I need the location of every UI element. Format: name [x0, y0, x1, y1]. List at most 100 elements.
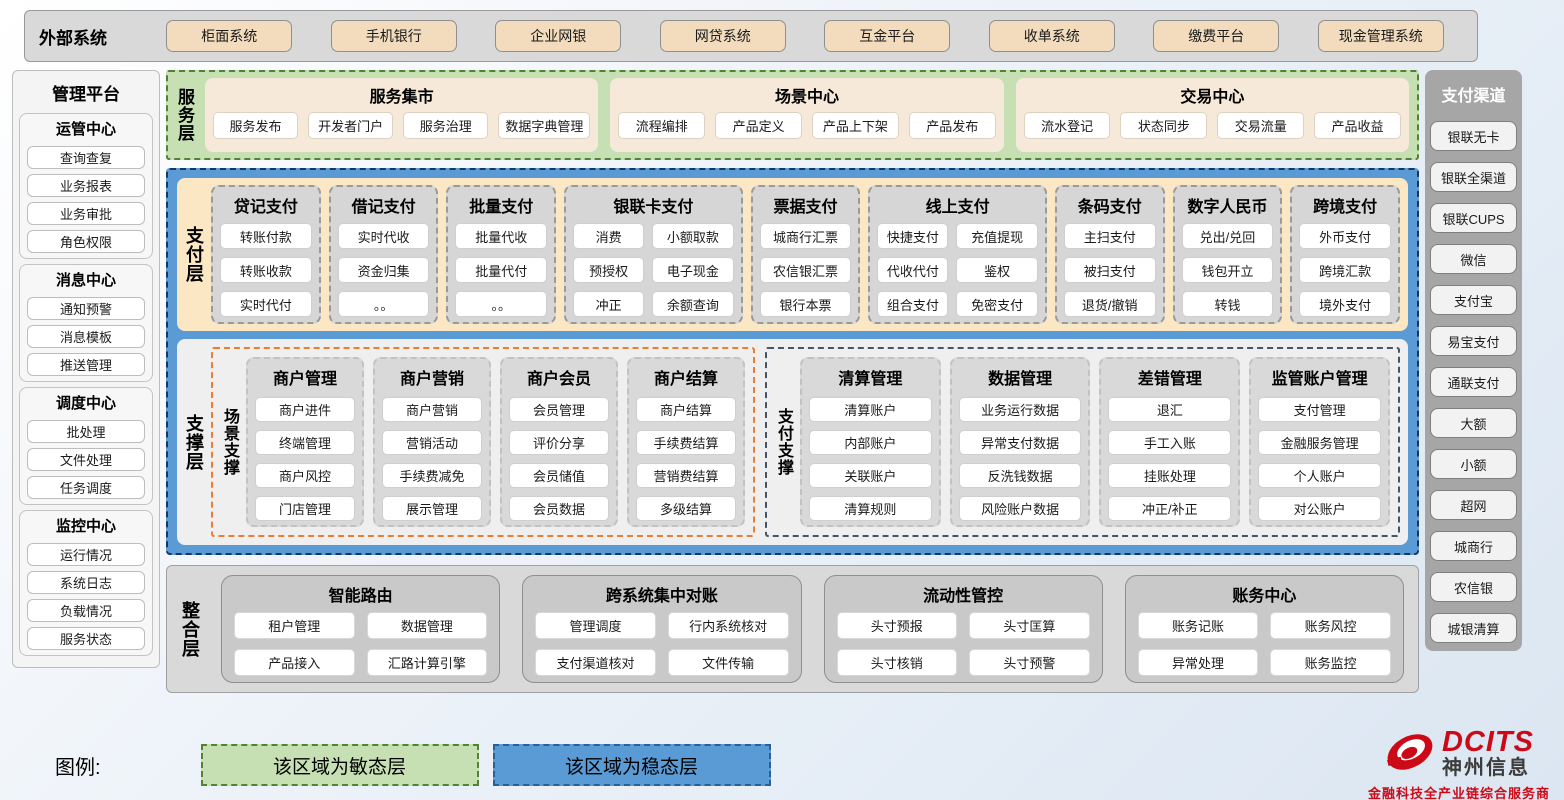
support-item-button[interactable]: 退汇 [1108, 397, 1232, 422]
support-item-button[interactable]: 业务运行数据 [958, 397, 1082, 422]
external-system-button[interactable]: 缴费平台 [1153, 20, 1280, 52]
management-item-button[interactable]: 消息模板 [27, 325, 145, 348]
payment-item-button[interactable]: 退货/撤销 [1063, 291, 1156, 317]
support-item-button[interactable]: 会员数据 [508, 496, 609, 521]
payment-item-button[interactable]: 实时代收 [337, 223, 430, 249]
support-item-button[interactable]: 内部账户 [808, 430, 932, 455]
support-item-button[interactable]: 手工入账 [1108, 430, 1232, 455]
payment-item-button[interactable]: 快捷支付 [877, 223, 949, 249]
payment-item-button[interactable]: 农信银汇票 [759, 257, 852, 283]
payment-channel-button[interactable]: 通联支付 [1430, 367, 1517, 397]
management-item-button[interactable]: 业务报表 [27, 174, 145, 197]
payment-item-button[interactable]: 批量代收 [455, 223, 548, 249]
payment-item-button[interactable]: 转钱 [1181, 291, 1274, 317]
payment-channel-button[interactable]: 微信 [1430, 244, 1517, 274]
external-system-button[interactable]: 现金管理系统 [1317, 20, 1444, 52]
payment-item-button[interactable]: 被扫支付 [1063, 257, 1156, 283]
service-item-button[interactable]: 流程编排 [618, 112, 706, 139]
management-item-button[interactable]: 运行情况 [27, 543, 145, 566]
support-item-button[interactable]: 商户进件 [255, 397, 355, 422]
management-item-button[interactable]: 系统日志 [27, 571, 145, 594]
management-item-button[interactable]: 批处理 [27, 420, 145, 443]
integration-item-button[interactable]: 数据管理 [366, 612, 488, 639]
integration-item-button[interactable]: 头寸核销 [836, 649, 958, 676]
payment-item-button[interactable]: 电子现金 [652, 257, 734, 283]
integration-item-button[interactable]: 行内系统核对 [667, 612, 789, 639]
service-item-button[interactable]: 服务发布 [213, 112, 299, 139]
service-item-button[interactable]: 交易流量 [1217, 112, 1305, 139]
integration-item-button[interactable]: 账务记账 [1137, 612, 1259, 639]
payment-channel-button[interactable]: 城商行 [1430, 531, 1517, 561]
integration-item-button[interactable]: 异常处理 [1137, 649, 1259, 676]
support-item-button[interactable]: 支付管理 [1258, 397, 1381, 422]
payment-item-button[interactable]: 资金归集 [337, 257, 430, 283]
payment-item-button[interactable]: 主扫支付 [1063, 223, 1156, 249]
external-system-button[interactable]: 柜面系统 [166, 20, 293, 52]
service-item-button[interactable]: 服务治理 [403, 112, 489, 139]
support-item-button[interactable]: 挂账处理 [1108, 463, 1232, 488]
support-item-button[interactable]: 清算规则 [808, 496, 932, 521]
management-item-button[interactable]: 服务状态 [27, 627, 145, 650]
payment-item-button[interactable]: 银行本票 [759, 291, 852, 317]
support-item-button[interactable]: 手续费结算 [635, 430, 736, 455]
payment-item-button[interactable]: 组合支付 [877, 291, 949, 317]
integration-item-button[interactable]: 汇路计算引擎 [366, 649, 488, 676]
management-item-button[interactable]: 推送管理 [27, 353, 145, 376]
payment-item-button[interactable]: 转账收款 [220, 257, 312, 283]
payment-item-button[interactable]: 预授权 [573, 257, 645, 283]
support-item-button[interactable]: 多级结算 [635, 496, 736, 521]
payment-item-button[interactable]: 充值提现 [956, 223, 1038, 249]
payment-channel-button[interactable]: 银联无卡 [1430, 121, 1517, 151]
payment-item-button[interactable]: 城商行汇票 [759, 223, 852, 249]
payment-channel-button[interactable]: 超网 [1430, 490, 1517, 520]
support-item-button[interactable]: 商户风控 [255, 463, 355, 488]
management-item-button[interactable]: 查询查复 [27, 146, 145, 169]
service-item-button[interactable]: 流水登记 [1023, 112, 1111, 139]
management-item-button[interactable]: 任务调度 [27, 476, 145, 499]
integration-item-button[interactable]: 头寸匡算 [969, 612, 1090, 639]
payment-channel-button[interactable]: 易宝支付 [1430, 326, 1517, 356]
external-system-button[interactable]: 收单系统 [988, 20, 1115, 52]
external-system-button[interactable]: 网贷系统 [659, 20, 786, 52]
support-item-button[interactable]: 异常支付数据 [958, 430, 1082, 455]
management-item-button[interactable]: 角色权限 [27, 230, 145, 253]
support-item-button[interactable]: 金融服务管理 [1258, 430, 1381, 455]
management-item-button[interactable]: 负载情况 [27, 599, 145, 622]
payment-channel-button[interactable]: 支付宝 [1430, 285, 1517, 315]
support-item-button[interactable]: 会员储值 [508, 463, 609, 488]
service-item-button[interactable]: 数据字典管理 [498, 112, 591, 139]
payment-channel-button[interactable]: 城银清算 [1430, 613, 1517, 643]
payment-item-button[interactable]: 钱包开立 [1181, 257, 1274, 283]
payment-item-button[interactable]: 鉴权 [956, 257, 1038, 283]
payment-item-button[interactable]: 批量代付 [455, 257, 548, 283]
service-item-button[interactable]: 产品发布 [908, 112, 996, 139]
support-item-button[interactable]: 门店管理 [255, 496, 355, 521]
integration-item-button[interactable]: 支付渠道核对 [535, 649, 656, 676]
management-item-button[interactable]: 文件处理 [27, 448, 145, 471]
support-item-button[interactable]: 个人账户 [1258, 463, 1381, 488]
payment-item-button[interactable]: 代收代付 [877, 257, 949, 283]
external-system-button[interactable]: 互金平台 [824, 20, 951, 52]
support-item-button[interactable]: 风险账户数据 [958, 496, 1082, 521]
support-item-button[interactable]: 营销活动 [381, 430, 482, 455]
payment-channel-button[interactable]: 小额 [1430, 449, 1517, 479]
support-item-button[interactable]: 关联账户 [808, 463, 932, 488]
support-item-button[interactable]: 商户营销 [381, 397, 482, 422]
support-item-button[interactable]: 手续费减免 [381, 463, 482, 488]
payment-channel-button[interactable]: 银联CUPS [1430, 203, 1517, 233]
payment-item-button[interactable]: 转账付款 [220, 223, 312, 249]
integration-item-button[interactable]: 管理调度 [535, 612, 656, 639]
payment-channel-button[interactable]: 农信银 [1430, 572, 1517, 602]
payment-item-button[interactable]: 。。 [337, 291, 430, 317]
support-item-button[interactable]: 展示管理 [381, 496, 482, 521]
integration-item-button[interactable]: 租户管理 [234, 612, 355, 639]
support-item-button[interactable]: 会员管理 [508, 397, 609, 422]
management-item-button[interactable]: 业务审批 [27, 202, 145, 225]
payment-item-button[interactable]: 免密支付 [956, 291, 1038, 317]
payment-channel-button[interactable]: 银联全渠道 [1430, 162, 1517, 192]
payment-item-button[interactable]: 兑出/兑回 [1181, 223, 1274, 249]
payment-item-button[interactable]: 外币支付 [1299, 223, 1392, 249]
support-item-button[interactable]: 商户结算 [635, 397, 736, 422]
management-item-button[interactable]: 通知预警 [27, 297, 145, 320]
support-item-button[interactable]: 终端管理 [255, 430, 355, 455]
